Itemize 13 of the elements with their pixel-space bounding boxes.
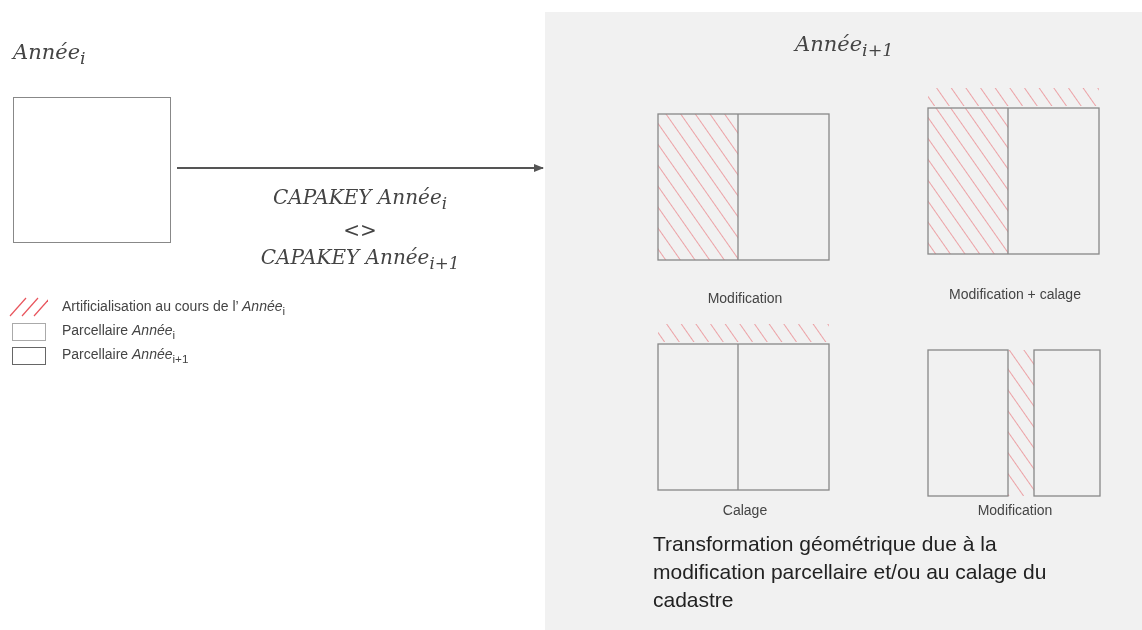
parcel-caption: Calage: [721, 502, 769, 518]
year-heading: Année$_{i}$: [13, 40, 86, 69]
panel-background: [545, 12, 1142, 630]
legend-text: Artificialisation au cours de l’ Année$_{i}$: [62, 298, 286, 317]
parcel-caption: Modification + calage: [948, 286, 1082, 302]
parcel-caption: Modification: [706, 290, 784, 306]
arrow: [176, 164, 544, 172]
caption-text: Transformation géométrique due à la modification parcellaire et/ou au calage du cadastre: [653, 531, 1048, 613]
parcel-caption: Modification: [976, 502, 1054, 518]
edge-label: CAPAKEY Année$_{i}$ <> CAPAKEY Année$_{i+1}$: [259, 184, 461, 275]
year-heading: Année$_{i+1}$: [795, 32, 894, 61]
legend-text: Parcellaire Année$_{i}$: [62, 322, 176, 341]
legend-text: Parcellaire Année$_{i+1}$: [62, 346, 189, 365]
